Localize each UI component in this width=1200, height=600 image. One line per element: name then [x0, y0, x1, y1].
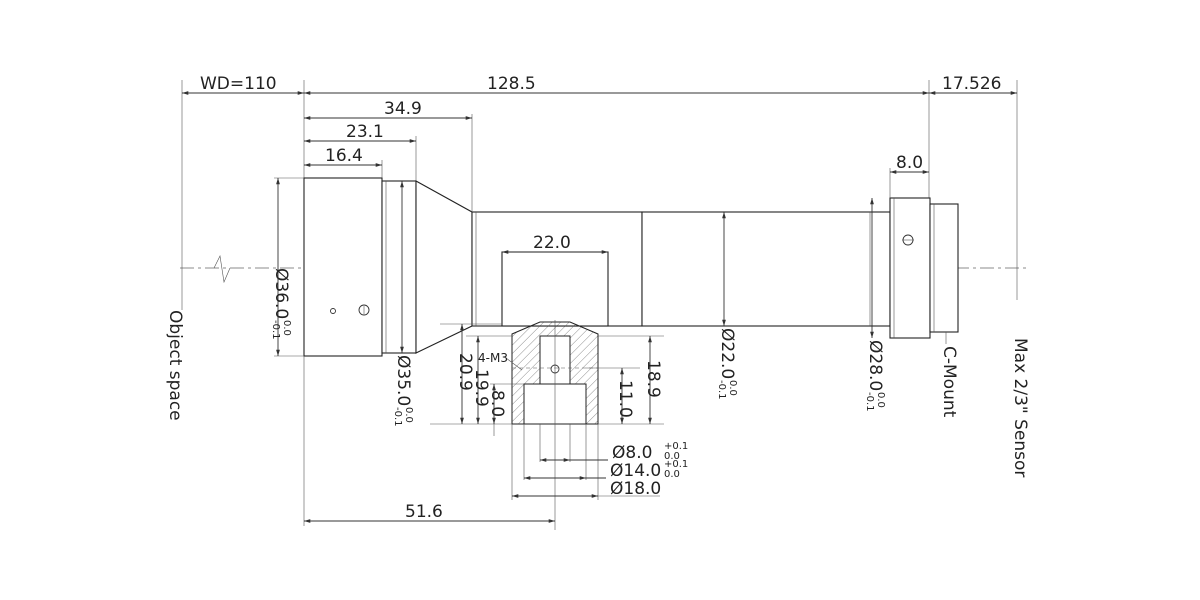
dim-18-9: 18.9: [643, 360, 663, 398]
dim-22-0: 22.0: [533, 233, 571, 253]
dim-d36-tol-lower: -0.1: [270, 320, 281, 340]
sensor-label: Max 2/3" Sensor: [1010, 338, 1030, 477]
dim-d35-tol-upper: 0.0: [403, 407, 414, 423]
dim-d28-tol-upper: 0.0: [875, 392, 886, 408]
dim-d14: Ø14.0: [610, 461, 661, 481]
dim-d14-tol-lower: 0.0: [664, 469, 680, 480]
dim-8-0-side: 8.0: [487, 390, 507, 417]
dim-d22: Ø22.0: [717, 328, 737, 379]
mount-block: [501, 251, 609, 327]
dim-d35: Ø35.0: [393, 355, 413, 406]
dim-34-9: 34.9: [384, 99, 422, 119]
dim-d22-tol-lower: -0.1: [716, 380, 727, 400]
dim-flange-back: 17.526: [942, 74, 1001, 94]
dim-d8-tol-upper: +0.1: [664, 441, 688, 452]
dim-thread: 4-M3: [478, 351, 508, 365]
dim-d8-tol-lower: 0.0: [664, 451, 680, 462]
c-mount-label: C-Mount: [939, 346, 959, 418]
dim-d28: Ø28.0: [865, 340, 885, 391]
dim-d36-tol-upper: 0.0: [281, 320, 292, 336]
axis-break-mark: [213, 255, 231, 284]
dim-51-6: 51.6: [405, 502, 443, 522]
dim-11-0: 11.0: [615, 380, 635, 418]
dim-d14-tol-upper: +0.1: [664, 459, 688, 470]
dim-23-1: 23.1: [346, 122, 384, 142]
dim-d36: Ø36.0: [271, 268, 291, 319]
front-screw-icon: [358, 304, 370, 316]
object-space-label: Object space: [165, 310, 185, 421]
mount-section: [511, 320, 599, 530]
dim-16-4: 16.4: [325, 146, 363, 166]
dim-8-0-top: 8.0: [896, 153, 923, 173]
dim-20-9: 20.9: [455, 353, 475, 391]
front-dot-icon: [330, 308, 336, 314]
dim-wd: WD=110: [200, 74, 277, 94]
dim-d22-tol-upper: 0.0: [727, 380, 738, 396]
dim-d18: Ø18.0: [610, 479, 661, 499]
dim-19-9: 19.9: [471, 369, 491, 407]
dim-d8: Ø8.0: [612, 443, 652, 463]
dim-d28-tol-lower: -0.1: [864, 392, 875, 412]
dim-d35-tol-lower: -0.1: [392, 407, 403, 427]
dim-total-length: 128.5: [487, 74, 536, 94]
